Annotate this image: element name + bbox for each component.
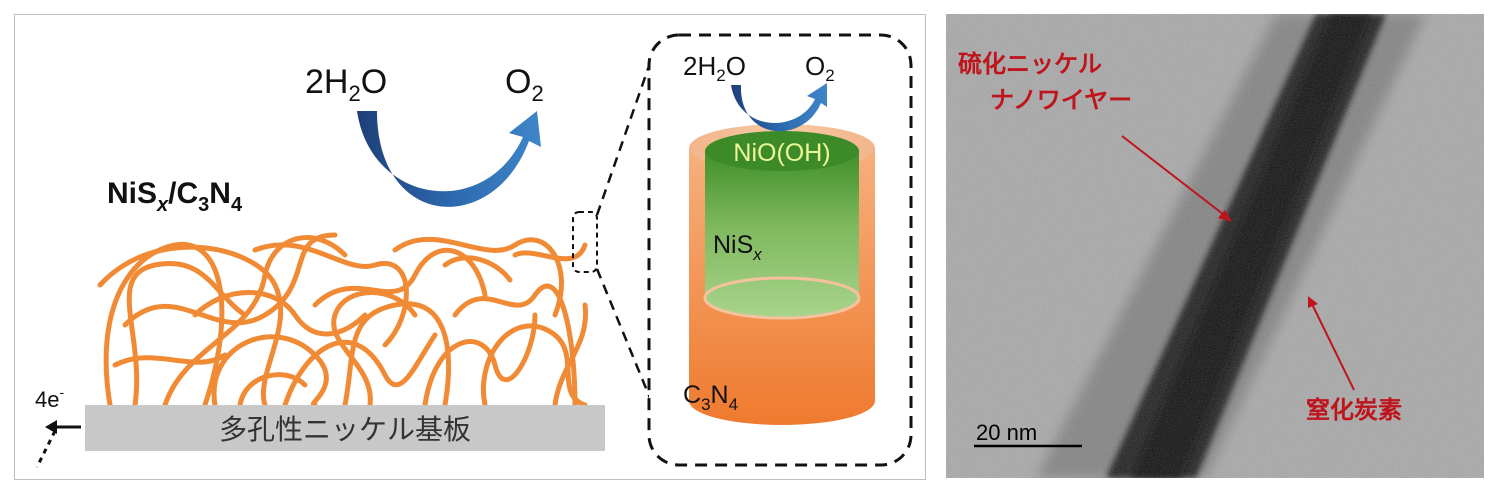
reaction-product: O2	[505, 63, 544, 106]
zoom-line-bottom	[595, 268, 659, 416]
reaction-arrow-icon	[357, 111, 541, 207]
zoom-line-top	[595, 42, 659, 216]
inset-reaction-reactant: 2H2O	[683, 51, 746, 85]
core-label: NiSx	[713, 231, 762, 264]
nanowire-label-line1: 硫化ニッケル	[958, 50, 1102, 78]
scale-bar-label: 20 nm	[976, 420, 1037, 445]
shell-top-label: NiO(OH)	[733, 139, 830, 167]
carbon-nitride-pointer-arrow-icon	[1311, 303, 1355, 391]
tem-noise-texture	[946, 14, 1484, 478]
nanowire-label-line2: ナノワイヤー	[990, 87, 1132, 114]
inset-reaction-arrow-icon	[731, 83, 827, 132]
tem-svg: 硫化ニッケル ナノワイヤー 窒化炭素 20 nm	[946, 14, 1484, 478]
substrate-label: 多孔性ニッケル基板	[219, 414, 471, 445]
nanowire-pointer-arrow-icon	[1121, 135, 1229, 219]
shell-label: C3N4	[683, 381, 738, 414]
core-shell-cylinder	[689, 124, 875, 425]
nanowire-mesh	[97, 232, 589, 408]
substrate	[85, 405, 605, 451]
zoom-selection-box	[572, 211, 598, 273]
material-label: NiSx/C3N4	[107, 177, 243, 216]
schematic-svg: 2H2O O2 NiSx/C3N4 多孔性ニッケル基板 4e-	[35, 33, 913, 468]
carbon-nitride-label: 窒化炭素	[1306, 396, 1402, 424]
electron-flow-arrow-icon	[35, 420, 81, 468]
reaction-reactant: 2H2O	[305, 63, 387, 106]
inset-reaction-product: O2	[805, 51, 835, 85]
tem-micrograph: 硫化ニッケル ナノワイヤー 窒化炭素 20 nm	[946, 14, 1484, 478]
schematic-panel: 2H2O O2 NiSx/C3N4 多孔性ニッケル基板 4e-	[14, 14, 926, 480]
electron-label: 4e-	[35, 384, 64, 412]
